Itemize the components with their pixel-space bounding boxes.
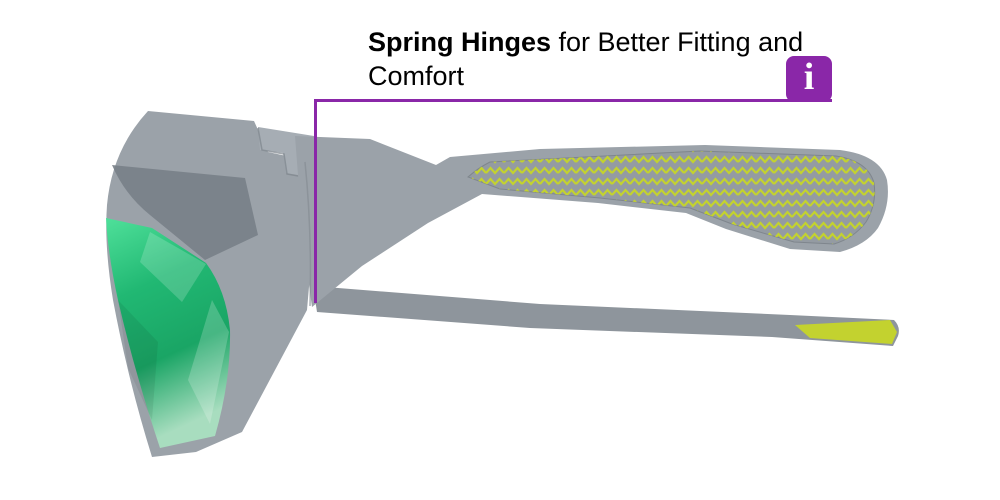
grip-zigzag-pattern — [468, 151, 875, 244]
hinge-lug-seam — [257, 127, 316, 180]
far-temple-arm — [313, 286, 899, 346]
feature-title-bold: Spring Hinges — [368, 27, 552, 57]
lens-highlight-2 — [188, 300, 229, 424]
callout-line-horizontal — [315, 99, 832, 102]
feature-title-rest: for Better Fitting and Comfort — [368, 27, 804, 91]
lens-shade — [118, 300, 158, 420]
lens-highlight — [140, 232, 206, 302]
info-icon[interactable]: i — [786, 56, 832, 102]
callout-line-vertical — [314, 99, 317, 303]
info-icon-glyph: i — [803, 56, 815, 98]
feature-annotation: Spring Hinges for Better Fitting and Com… — [368, 26, 818, 94]
frame-temple-seam — [304, 161, 312, 307]
brow-shadow — [112, 165, 258, 260]
far-temple-accent — [795, 320, 897, 344]
lens — [106, 218, 231, 448]
